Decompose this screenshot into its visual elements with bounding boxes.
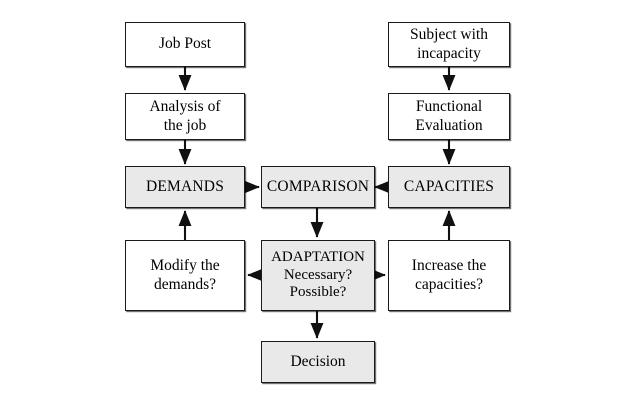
node-functional-evaluation[interactable]: Functional Evaluation: [388, 93, 510, 140]
node-decision[interactable]: Decision: [261, 341, 375, 383]
node-comparison-label: COMPARISON: [266, 177, 370, 195]
node-demands-label: DEMANDS: [145, 177, 225, 195]
node-functional-evaluation-label: Functional Evaluation: [415, 98, 483, 134]
node-capacities[interactable]: CAPACITIES: [388, 166, 510, 208]
node-capacities-label: CAPACITIES: [403, 177, 495, 195]
node-increase-the-capacities[interactable]: Increase the capacities?: [388, 240, 510, 311]
node-subject-with-incapacity[interactable]: Subject with incapacity: [388, 22, 510, 67]
node-job-post-label: Job Post: [158, 35, 212, 53]
node-analysis-of-the-job[interactable]: Analysis of the job: [125, 93, 245, 140]
node-demands[interactable]: DEMANDS: [125, 166, 245, 208]
node-comparison[interactable]: COMPARISON: [261, 166, 375, 208]
node-decision-label: Decision: [290, 352, 346, 370]
node-subject-with-incapacity-label: Subject with incapacity: [410, 26, 488, 62]
node-job-post[interactable]: Job Post: [125, 22, 245, 67]
node-modify-the-demands-label: Modify the demands?: [150, 257, 220, 293]
node-adaptation-label: ADAPTATION Necessary? Possible?: [271, 248, 365, 301]
node-analysis-of-the-job-label: Analysis of the job: [149, 98, 221, 134]
node-increase-the-capacities-label: Increase the capacities?: [411, 257, 487, 293]
node-modify-the-demands[interactable]: Modify the demands?: [125, 240, 245, 311]
node-adaptation[interactable]: ADAPTATION Necessary? Possible?: [261, 240, 375, 311]
